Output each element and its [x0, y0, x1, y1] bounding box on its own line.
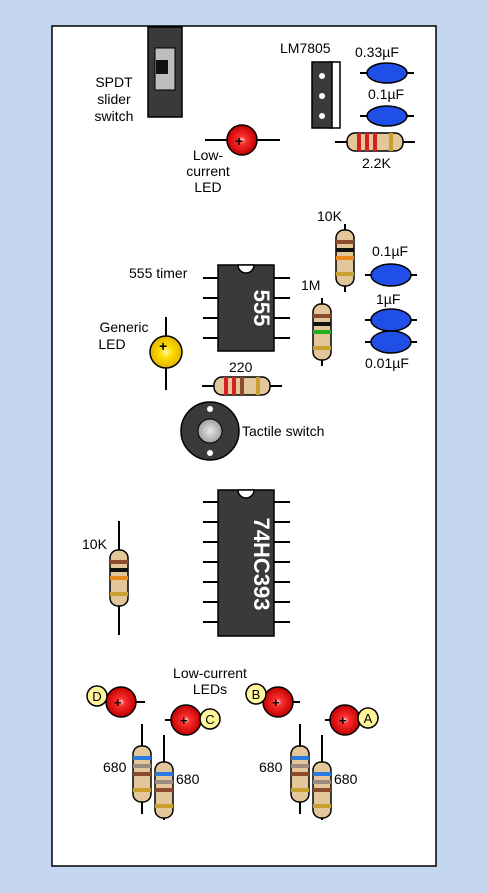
- res-680-3-label: 680: [259, 759, 283, 775]
- 555-timer-chip[interactable]: 555: [203, 264, 290, 352]
- badge-a-text: A: [364, 711, 373, 726]
- spdt-label-line3: switch: [95, 108, 134, 124]
- tactile-label: Tactile switch: [242, 423, 324, 439]
- cap-1-label: 1µF: [376, 291, 400, 307]
- res-10k-left-label: 10K: [82, 536, 108, 552]
- regulator-label: LM7805: [280, 40, 331, 56]
- 74hc393-chip[interactable]: 74HC393: [203, 489, 290, 637]
- resistor-680-4[interactable]: [312, 735, 332, 820]
- spdt-label-line1: SPDT: [95, 74, 133, 90]
- led-d-plus: +: [114, 695, 122, 710]
- low-current-led[interactable]: +: [205, 124, 280, 156]
- badge-a: [357, 707, 379, 729]
- resistor-10k-top[interactable]: [335, 224, 355, 292]
- generic-led-plus: +: [159, 338, 167, 354]
- lm7805-regulator[interactable]: [311, 61, 341, 129]
- res-10k-top-label: 10K: [317, 208, 343, 224]
- led-c-plus: +: [180, 713, 188, 728]
- low-current-leds-label-2: LEDs: [193, 681, 227, 697]
- led-b[interactable]: + B: [245, 683, 300, 718]
- resistor-680-3[interactable]: [290, 724, 310, 814]
- low-current-led-label-3: LED: [194, 179, 221, 195]
- resistor-2-2k[interactable]: [335, 132, 415, 152]
- badge-d: [86, 685, 108, 707]
- badge-d-text: D: [92, 689, 101, 704]
- badge-c-text: C: [205, 712, 214, 727]
- timer-label: 555 timer: [129, 265, 188, 281]
- badge-b: [245, 683, 267, 705]
- badge-c: [199, 708, 221, 730]
- led-c[interactable]: + C: [165, 704, 221, 736]
- cap-01-mid-label: 0.1µF: [372, 243, 408, 259]
- res-22k-label: 2.2K: [362, 155, 391, 171]
- resistor-220[interactable]: [202, 376, 282, 396]
- capacitor-01uf-top[interactable]: [360, 105, 414, 127]
- low-current-led-label-1: Low-: [193, 147, 224, 163]
- resistor-680-1[interactable]: [132, 724, 152, 814]
- spdt-slider-switch[interactable]: [147, 26, 183, 118]
- capacitor-033uf[interactable]: [360, 62, 414, 84]
- res-220-label: 220: [229, 359, 253, 375]
- timer-chip-text: 555: [249, 290, 274, 327]
- generic-led-label-1: Generic: [99, 319, 148, 335]
- resistor-680-2[interactable]: [154, 735, 174, 820]
- led-plus-sign: +: [235, 133, 243, 149]
- generic-led-label-2: LED: [98, 336, 125, 352]
- cap-01-top-label: 0.1µF: [368, 86, 404, 102]
- led-a[interactable]: + A: [325, 704, 379, 736]
- led-b-plus: +: [272, 695, 280, 710]
- led-d[interactable]: + D: [86, 685, 145, 718]
- res-680-2-label: 680: [176, 771, 200, 787]
- low-current-led-label-2: current: [186, 163, 230, 179]
- res-680-4-label: 680: [334, 771, 358, 787]
- counter-chip-text: 74HC393: [249, 518, 274, 611]
- spdt-label-line2: slider: [97, 91, 131, 107]
- res-1m-label: 1M: [301, 277, 320, 293]
- low-current-leds-label-1: Low-current: [173, 665, 247, 681]
- cap-001-label: 0.01µF: [365, 355, 409, 371]
- resistor-1m[interactable]: [312, 298, 332, 366]
- generic-led[interactable]: +: [149, 317, 183, 390]
- cap-033-label: 0.33µF: [355, 44, 399, 60]
- res-680-1-label: 680: [103, 759, 127, 775]
- badge-b-text: B: [252, 687, 261, 702]
- resistor-10k-left[interactable]: [109, 521, 129, 635]
- tactile-switch[interactable]: [180, 401, 240, 461]
- led-a-plus: +: [339, 713, 347, 728]
- capacitor-001uf[interactable]: [365, 330, 417, 354]
- capacitor-01uf-mid[interactable]: [365, 263, 417, 287]
